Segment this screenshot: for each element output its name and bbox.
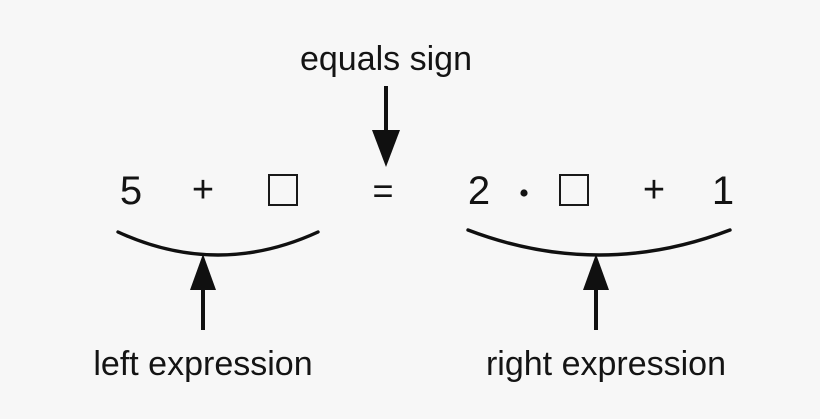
- right-expression-arc: [466, 228, 732, 257]
- right-expression-label: right expression: [486, 345, 726, 383]
- equals-arrow-head: [372, 130, 400, 167]
- equals-sign-symbol: =: [372, 170, 393, 211]
- right-constant: 1: [712, 169, 734, 213]
- left-arrow-head: [190, 254, 216, 290]
- left-expression-arc: [116, 230, 320, 257]
- equals-sign-annotation-label: equals sign: [300, 40, 472, 78]
- left-first-operand: 5: [120, 169, 142, 213]
- left-expression-label: left expression: [93, 345, 312, 383]
- right-coefficient: 2: [468, 169, 490, 213]
- left-expression-pointer-arrow: [190, 254, 216, 330]
- right-blank-box: [559, 174, 589, 206]
- right-arrow-head: [583, 254, 609, 290]
- left-blank-box: [268, 174, 298, 206]
- right-multiplication-dot: [520, 189, 528, 197]
- right-expression-pointer-arrow: [583, 254, 609, 330]
- left-plus-operator: +: [192, 169, 214, 211]
- right-plus-operator: +: [643, 169, 665, 211]
- equals-sign-pointer-arrow: [372, 86, 400, 167]
